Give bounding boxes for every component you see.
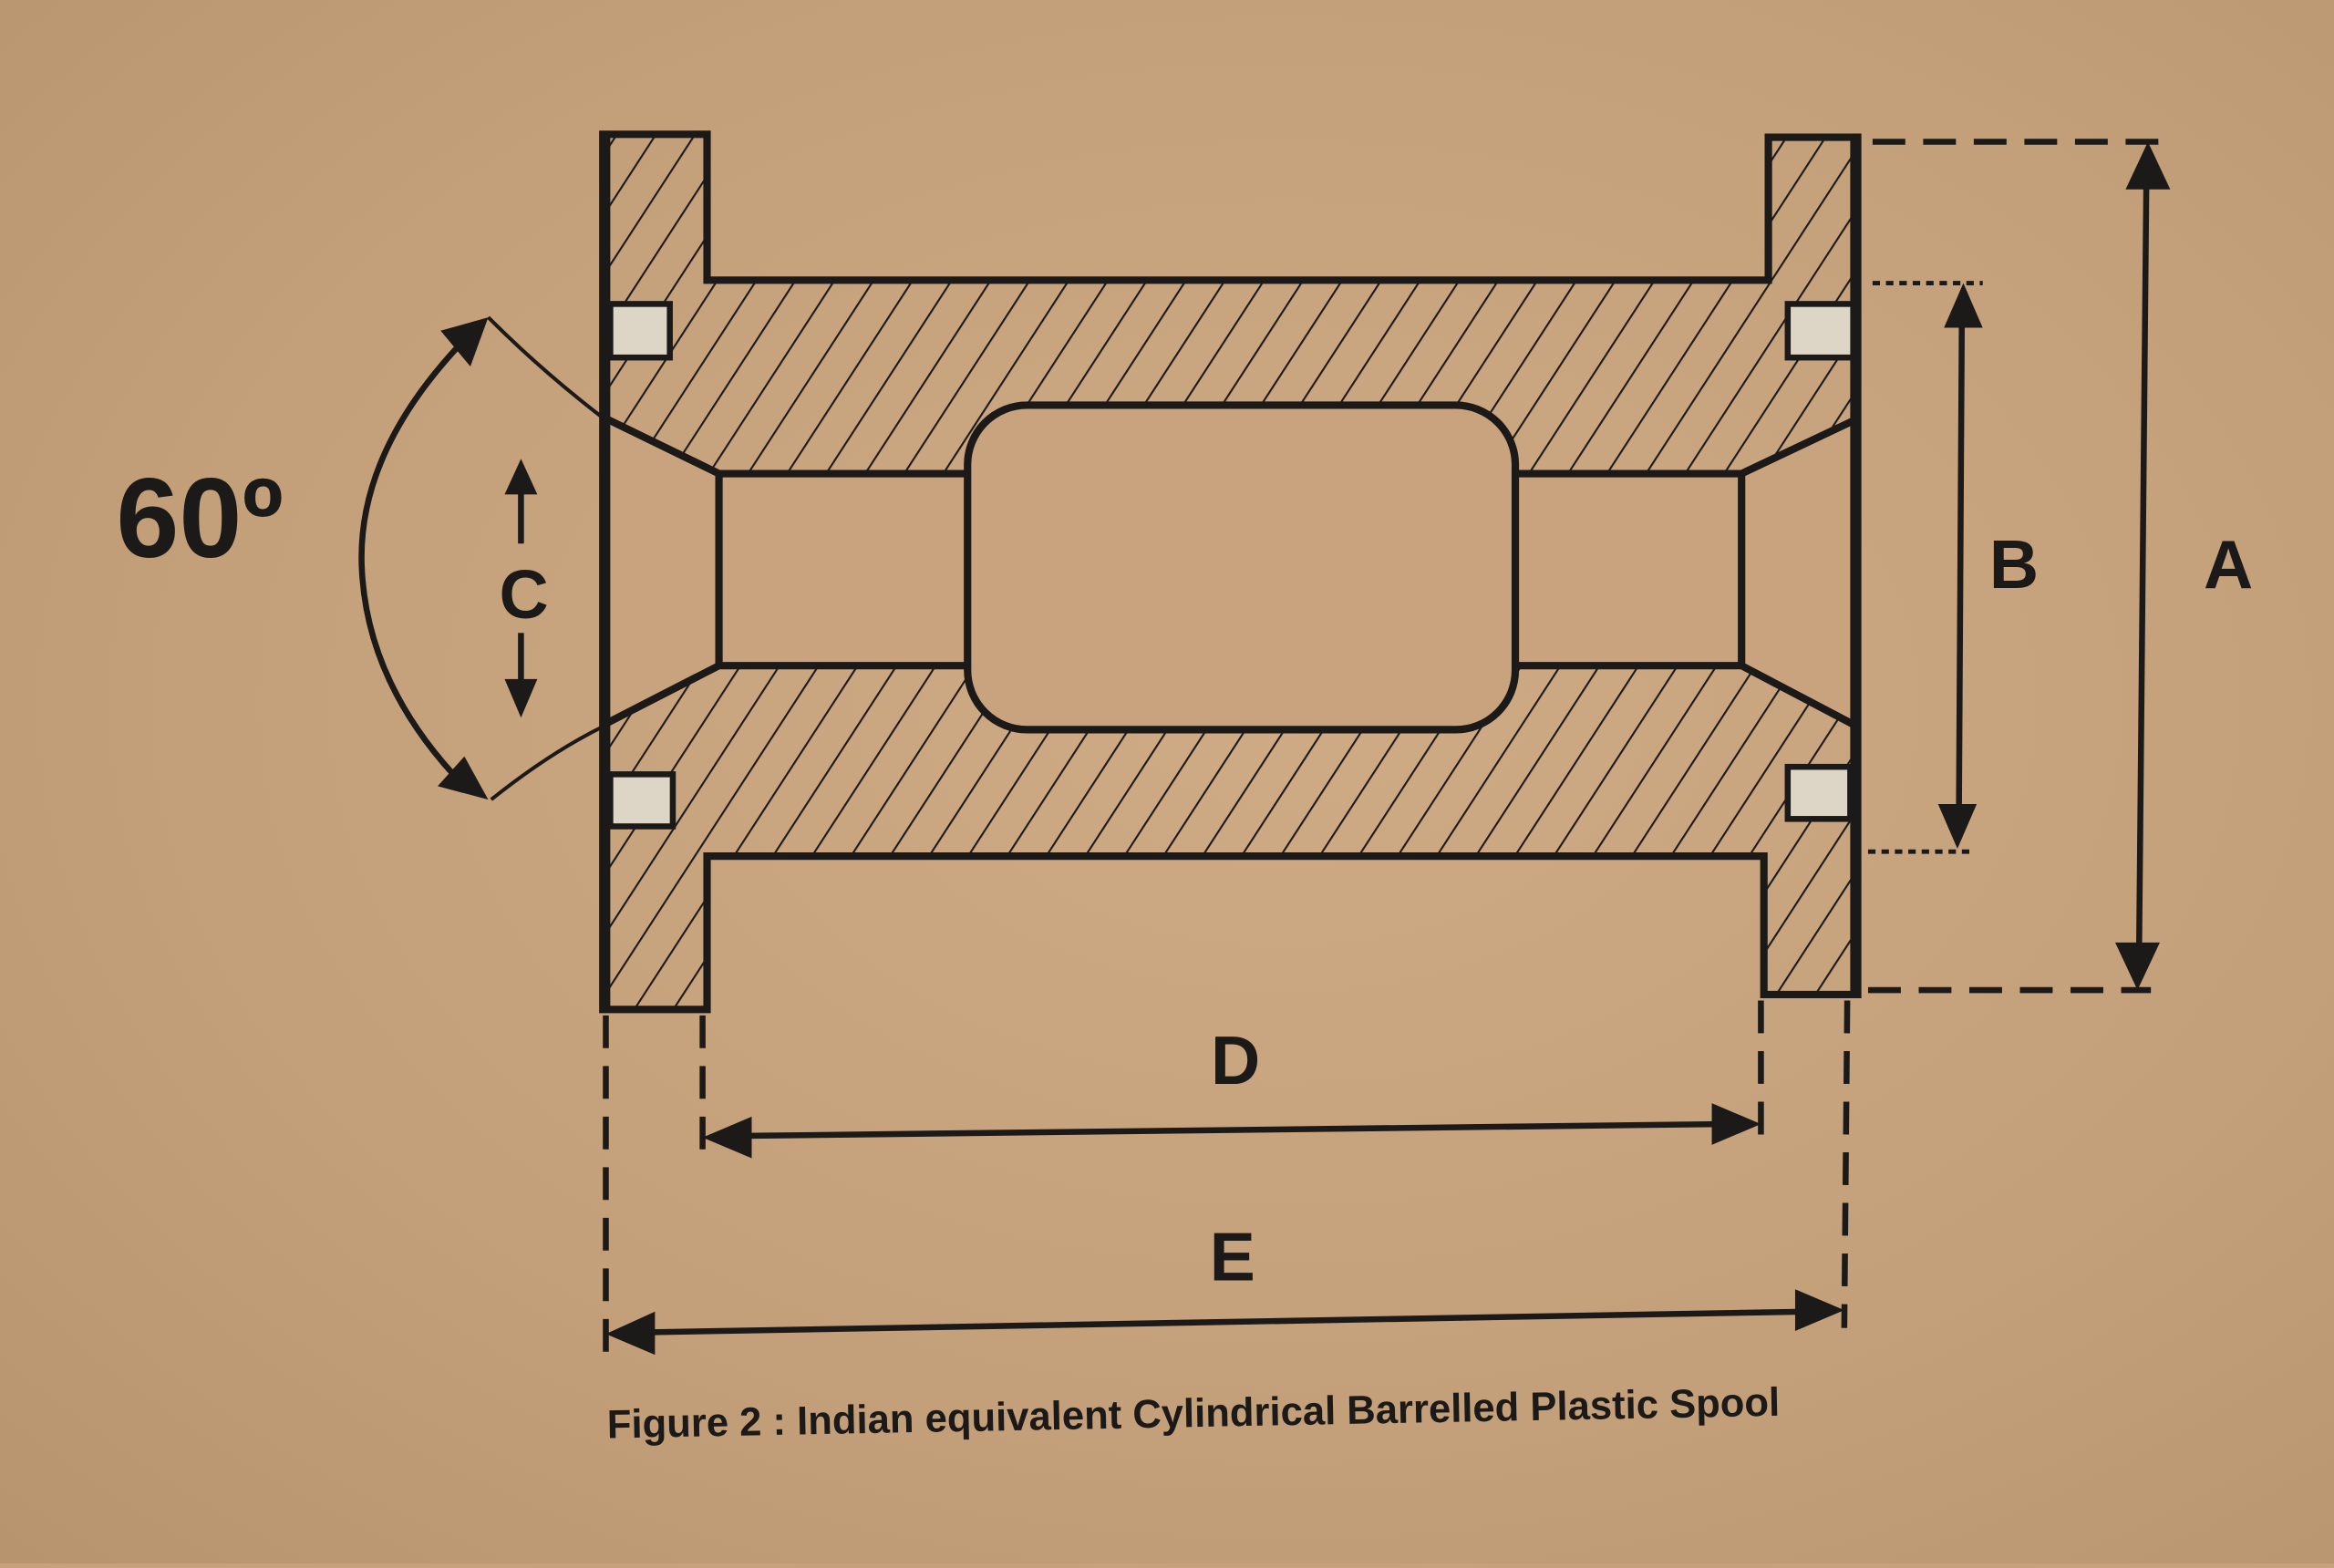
barrel-cavity [964, 401, 1520, 734]
dimension-b-arrow [1867, 281, 1983, 854]
dimension-b-label: B [1989, 526, 2039, 603]
spool-bore [601, 134, 1860, 1010]
angle-indicator [358, 315, 607, 801]
dimension-a-arrow [1867, 139, 2171, 994]
figure-caption: Figure 2 : Indian equivalent Cylindrical… [606, 1380, 1780, 1448]
washer-bottom-right [1784, 763, 1854, 822]
angle-label: 60º [116, 456, 283, 582]
dimension-d-label: D [1211, 1022, 1260, 1099]
washer-bottom-left [607, 771, 676, 830]
dimension-e-label: E [1210, 1218, 1255, 1295]
dimension-d-arrow [699, 1000, 1764, 1159]
washer-top-right [1784, 301, 1856, 361]
dimension-e-arrow [603, 1000, 1851, 1356]
dimension-a-label: A [2204, 526, 2253, 603]
dimension-c-label: C [500, 556, 549, 633]
dimension-c-arrow [504, 459, 538, 718]
washer-top-left [607, 301, 673, 361]
washers [607, 301, 1856, 830]
